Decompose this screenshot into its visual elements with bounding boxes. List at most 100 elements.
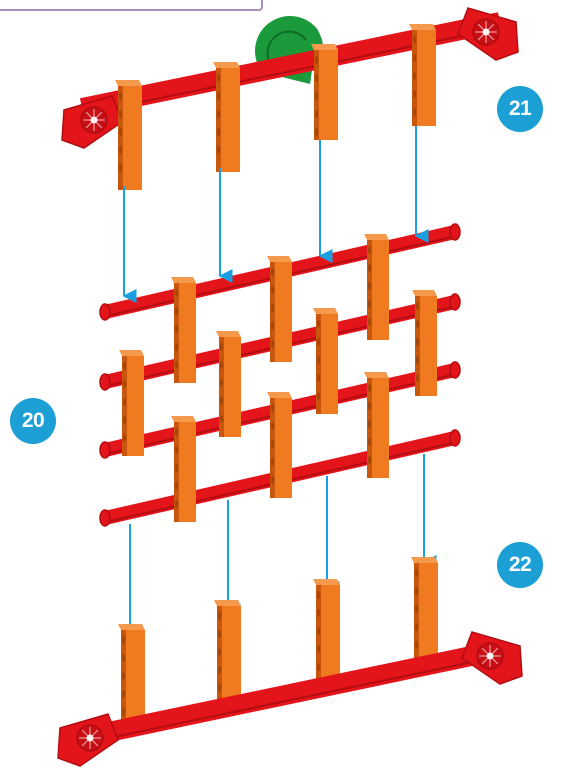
top-connector-2-side	[216, 68, 221, 172]
lattice-connector-c3-top	[364, 372, 389, 378]
top-connector-2-top	[213, 62, 240, 68]
top-connector-2-hole	[217, 146, 220, 154]
lattice-connector-a3	[364, 234, 389, 340]
bottom-assembly	[58, 557, 522, 766]
lattice-connector-b4-hole	[416, 338, 419, 346]
bottom-connector-3-hole	[317, 609, 320, 617]
lattice-connector-b2-hole	[220, 343, 223, 351]
lattice-connector-b2	[216, 331, 241, 437]
bottom-connector-3	[313, 579, 340, 682]
lattice-connector-c1-hole	[175, 482, 178, 490]
top-connector-1-hole	[119, 128, 122, 136]
lattice-connector-a1-hole	[175, 325, 178, 333]
step-22-badge: 22	[497, 542, 543, 588]
bottom-connector-3-hole	[317, 591, 320, 599]
lattice-connector-a1-hole	[175, 289, 178, 297]
bottom-connector-2-top	[214, 600, 241, 606]
step-21-badge: 21	[497, 86, 543, 132]
lattice-connector-a1-hole	[175, 307, 178, 315]
lattice-connector-b3-hole	[317, 374, 320, 382]
bottom-connector-4-hole	[415, 641, 418, 649]
assembly-front-layer	[58, 557, 522, 766]
lattice-connector-b1	[119, 350, 144, 456]
lattice-connector-b4	[412, 290, 437, 396]
lattice-connector-b1-hole	[123, 362, 126, 370]
bottom-connector-1-hole	[122, 690, 125, 698]
lattice-connector-b4-hole	[416, 356, 419, 364]
bottom-connector-2-hole	[218, 666, 221, 674]
lattice-connector-c2-hole	[271, 458, 274, 466]
lattice-connector-c2-hole	[271, 422, 274, 430]
bottom-connector-3-hole	[317, 627, 320, 635]
lattice-rod-4-left-end	[100, 510, 110, 526]
top-connector-4-hole	[413, 90, 416, 98]
top-connector-1-side	[118, 86, 123, 190]
top-connector-3-hole	[315, 110, 318, 118]
top-connector-2	[213, 62, 240, 172]
bottom-connector-4-hole	[415, 623, 418, 631]
lattice-connector-a1-hole	[175, 361, 178, 369]
bottom-connector-2-hole	[218, 648, 221, 656]
bottom-connector-2-hole	[218, 612, 221, 620]
lattice-connector-b2-hole	[220, 415, 223, 423]
lattice-connector-a3-hole	[368, 246, 371, 254]
middle-lattice	[100, 224, 460, 526]
lattice-connector-b1-hole	[123, 398, 126, 406]
lattice-connector-b3-hole	[317, 320, 320, 328]
bottom-connector-1-hole	[122, 636, 125, 644]
lattice-connector-a2-hole	[271, 286, 274, 294]
top-connector-3-hole	[315, 56, 318, 64]
lattice-connector-b3-hole	[317, 392, 320, 400]
top-connector-4-hole	[413, 72, 416, 80]
step-20-badge: 20	[10, 398, 56, 444]
lattice-connector-b3	[313, 308, 338, 414]
top-connector-2-hole	[217, 110, 220, 118]
bottom-connector-4-top	[411, 557, 438, 563]
top-connector-3	[311, 44, 338, 140]
top-right-corner-center	[483, 29, 490, 36]
lattice-connector-a1-top	[171, 277, 196, 283]
lattice-connector-c1-hole	[175, 428, 178, 436]
top-connector-4-hole	[413, 54, 416, 62]
lattice-connector-a3-top	[364, 234, 389, 240]
top-connector-2-hole	[217, 128, 220, 136]
bottom-connector-3-hole	[317, 663, 320, 671]
bottom-connector-2-hole	[218, 630, 221, 638]
bottom-connector-1-top	[118, 624, 145, 630]
lattice-connector-a2	[267, 256, 292, 362]
lattice-rod-1-right-end	[450, 224, 460, 240]
assembly-back-layer	[62, 8, 518, 526]
bottom-connector-4-hole	[415, 587, 418, 595]
lattice-connector-b2-hole	[220, 397, 223, 405]
top-connector-1	[115, 80, 142, 190]
bottom-right-corner-center	[487, 653, 494, 660]
lattice-connector-c2	[267, 392, 292, 498]
lattice-connector-c1-hole	[175, 464, 178, 472]
bottom-connector-1-hole	[122, 708, 125, 716]
lattice-connector-c1-hole	[175, 500, 178, 508]
lattice-connector-a2-hole	[271, 322, 274, 330]
top-connector-3-hole	[315, 128, 318, 136]
lattice-connector-a3-hole	[368, 318, 371, 326]
lattice-rod-2-left-end	[100, 374, 110, 390]
lattice-connector-b4-hole	[416, 320, 419, 328]
lattice-connector-a2-top	[267, 256, 292, 262]
bottom-connector-3-top	[313, 579, 340, 585]
bottom-connector-3-hole	[317, 645, 320, 653]
bottom-connector-1-hole	[122, 672, 125, 680]
lattice-connector-c1-top	[171, 416, 196, 422]
top-connector-3-hole	[315, 92, 318, 100]
lattice-connector-b3-hole	[317, 338, 320, 346]
lattice-connector-b1-top	[119, 350, 144, 356]
lattice-connector-c3-hole	[368, 384, 371, 392]
lattice-connector-c3-hole	[368, 420, 371, 428]
top-connector-4	[409, 24, 436, 126]
lattice-connector-a3-hole	[368, 282, 371, 290]
lattice-connector-c2-hole	[271, 476, 274, 484]
lattice-connector-c2-top	[267, 392, 292, 398]
lattice-connector-c3-hole	[368, 456, 371, 464]
lattice-connector-c2-hole	[271, 404, 274, 412]
lattice-rod-3-right-end	[450, 362, 460, 378]
lattice-connector-b4-top	[412, 290, 437, 296]
lattice-connector-a3-hole	[368, 300, 371, 308]
